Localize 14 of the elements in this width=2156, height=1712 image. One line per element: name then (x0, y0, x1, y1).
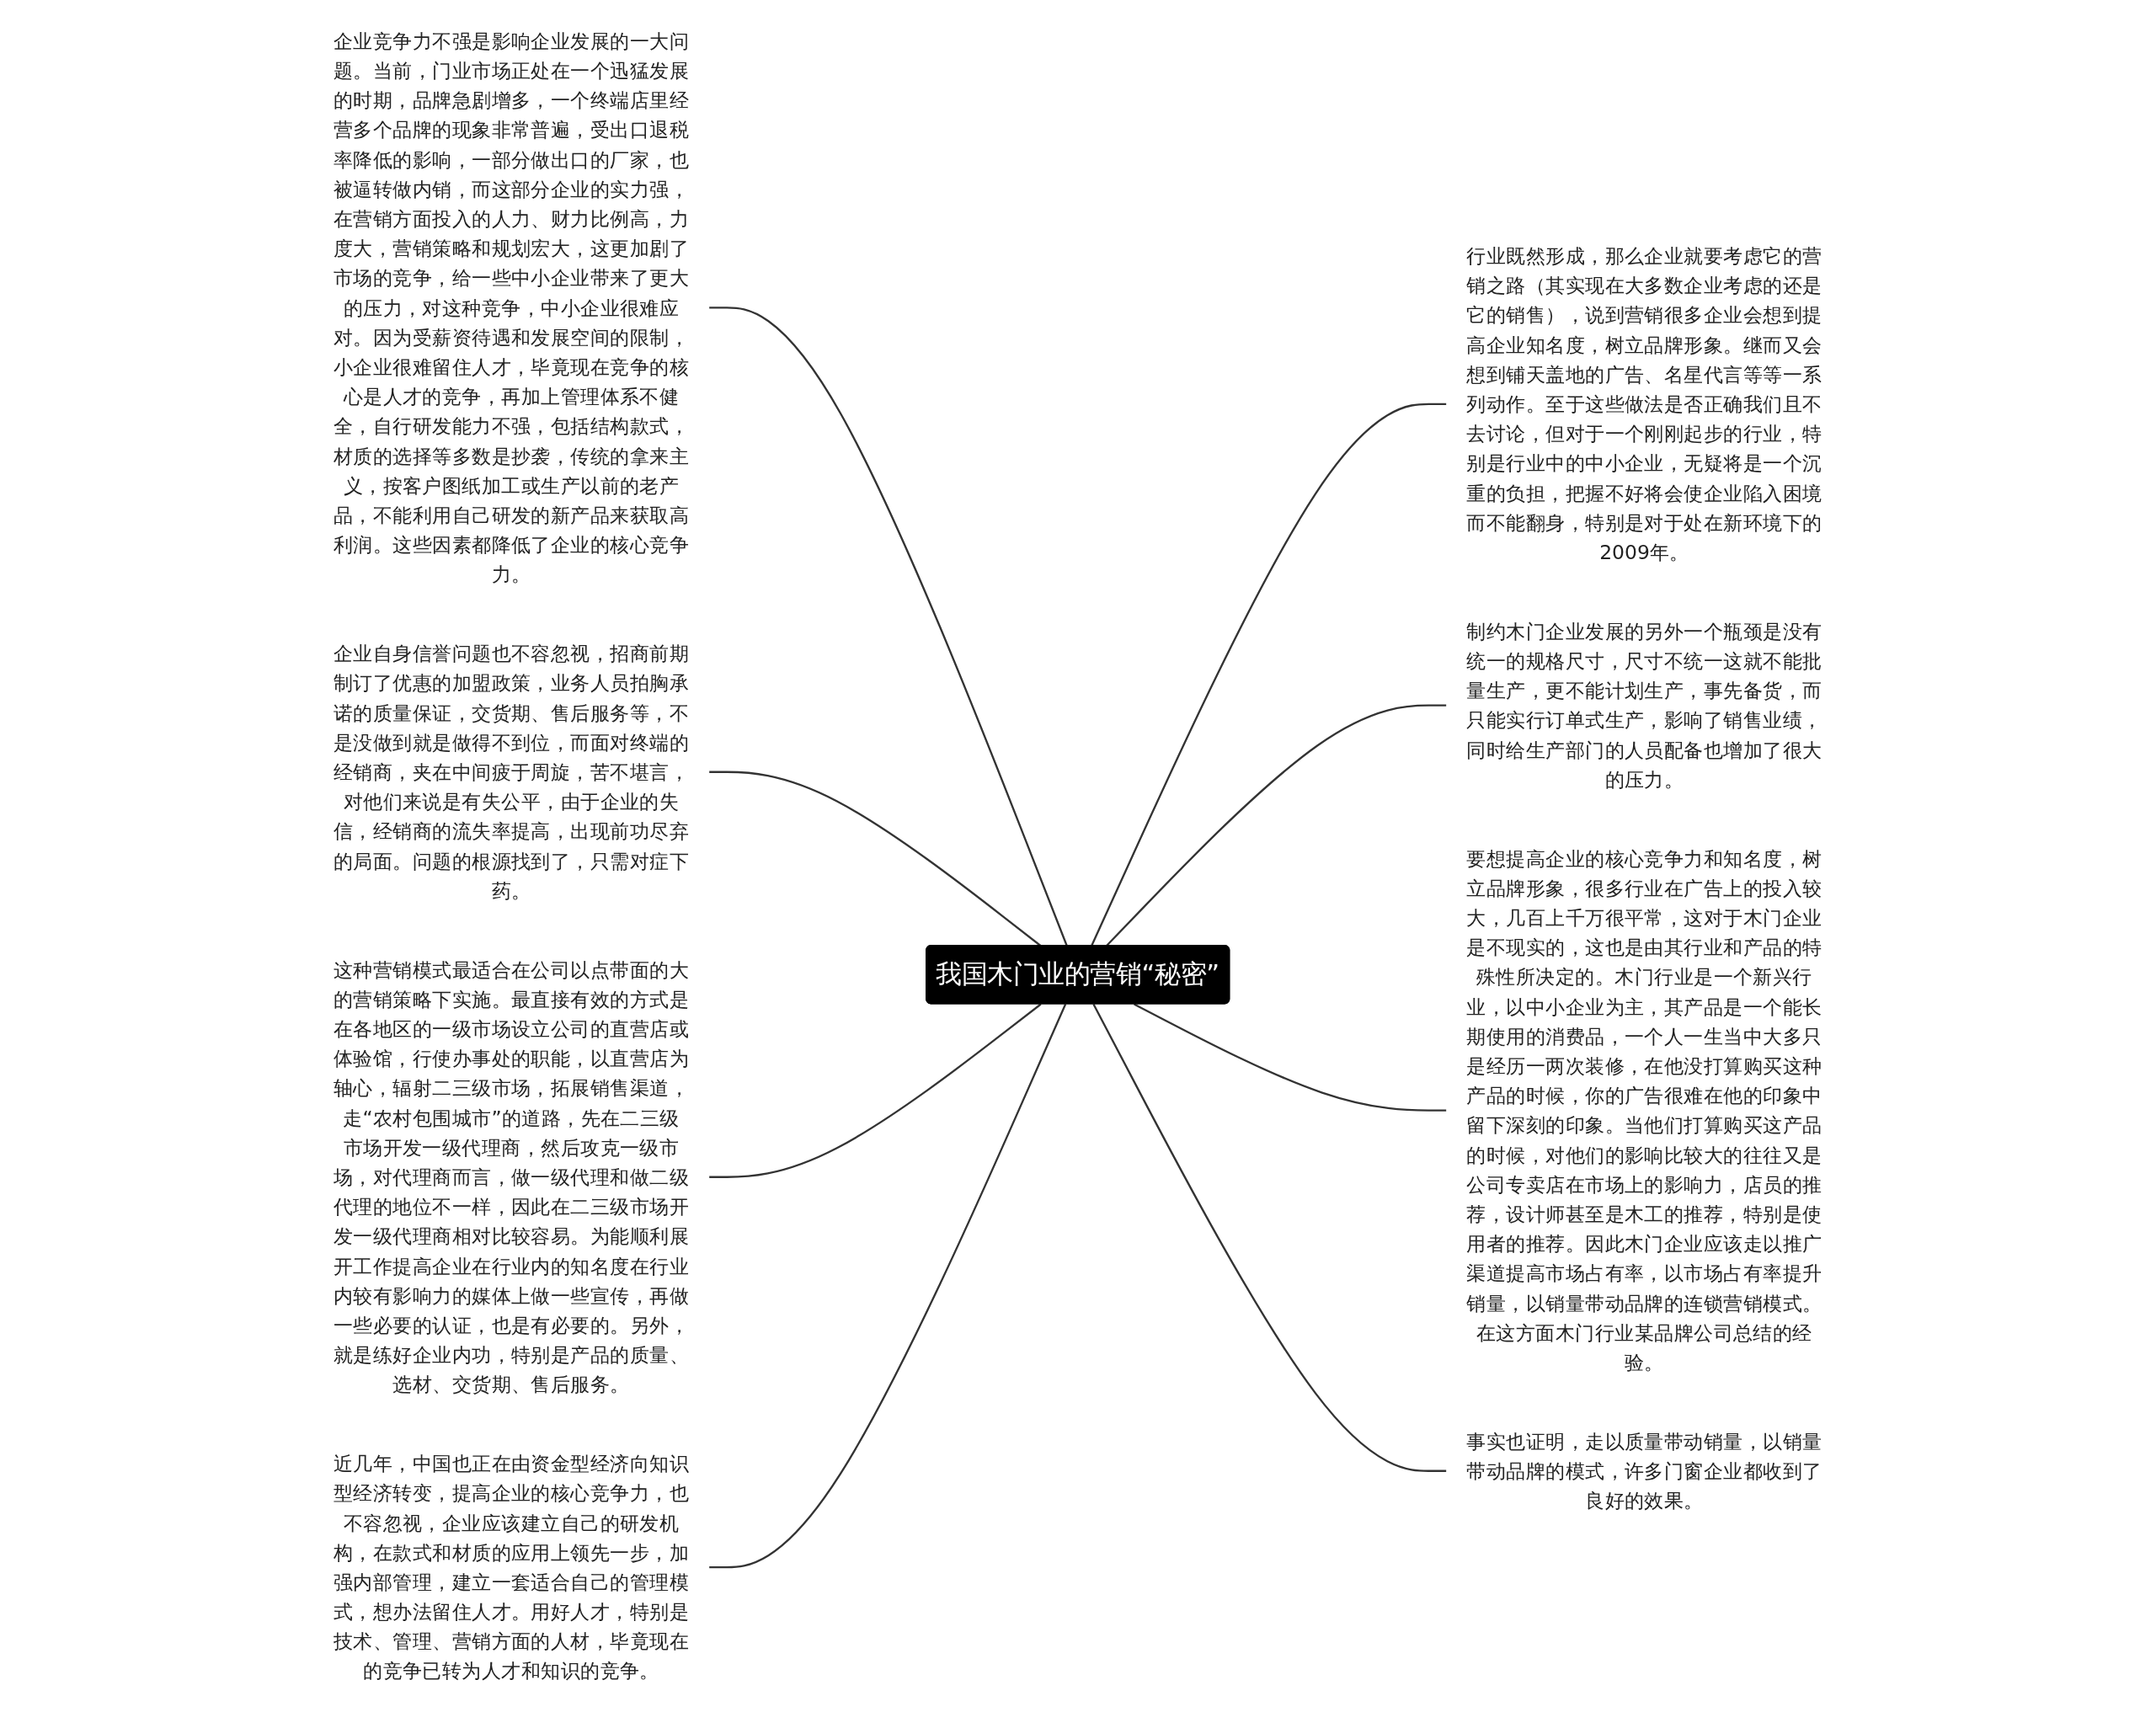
node-text: 近几年，中国也正在由资金型经济向知识型经济转变，提高企业的核心竞争力，也不容忽视，企业应该建立自己的研发机构，在款式和材质的应用上领先一步，加强内部管理，建立一套适合自己的管理模式，想办法留住人才。用好人才，特别是技术、管理、营销方面的人材，毕竟现在的竞争已转为人才和知识的竞争。 (334, 1451, 690, 1683)
connector (708, 1003, 1067, 1569)
connector (708, 1003, 1042, 1178)
connector (1091, 403, 1448, 947)
node-text: 企业竞争力不强是影响企业发展的一大问题。当前，门业市场正处在一个迅猛发展的时期，品牌急剧增多，一个终端店里经营多个品牌的现象非常普遍，受出口退税率降低的影响，一部分做出口的厂家，也被逼转做内销，而这部分企业的实力强，在营销方面投入的人力、财力比例高，力度大，营销策略和规划宏大，这更加剧了市场的竞争，给一些中小企业带来了更大的压力，对这种竞争，中小企业很难应对。因为受薪资待遇和发展空间的限制，小企业很难留住人才，毕竟现在竞争的核心是人才的竞争，再加上管理体系不健全，自行研发能力不强，包括结构款式，材质的选择等多数是抄袭，传统的拿来主义，按客户图纸加工或生产以前的老产品，不能利用自己研发的新产品来获取高利润。这些因素都降低了企业的核心竞争力。 (334, 29, 690, 587)
node-text: 这种营销模式最适合在公司以点带面的大的营销策略下实施。最直接有效的方式是在各地区的一级市场设立公司的直营店或体验馆，行使办事处的职能，以直营店为轴心，辐射二三级市场，拓展销售渠道，走“农村包围城市”的道路，先在二三级市场开发一级代理商，然后攻克一级市场，对代理商而言，做一级代理和做二级代理的地位不一样，因此在二三级市场开发一级代理商相对比较容易。为能顺利展开工作提高企业在行业内的知名度在行业内较有影响力的媒体上做一些宣传，再做一些必要的认证，也是有必要的。另外，就是练好企业内功，特别是产品的质量、选材、交货期、售后服务。 (334, 957, 690, 1397)
node-text: 事实也证明，走以质量带动销量，以销量带动品牌的模式，许多门窗企业都收到了良好的效果。 (1466, 1429, 1822, 1512)
node-text: 制约木门企业发展的另外一个瓶颈是没有统一的规格尺寸，尺寸不统一这就不能批量生产，更不能计划生产，事先备货，而只能实行订单式生产，影响了销售业绩，同时给生产部门的人员配备也增加了很大的压力。 (1466, 619, 1822, 792)
node-text: 企业自身信誉问题也不容忽视，招商前期制订了优惠的加盟政策，业务人员拍胸承诺的质量保证，交货期、售后服务等，不是没做到就是做得不到位，而面对终端的经销商，夹在中间疲于周旋，苦不堪言，对他们来说是有失公平，由于企业的失信，经销商的流失率提高，出现前功尽弃的局面。问题的根源找到了，只需对症下药。 (334, 641, 690, 903)
node-text: 行业既然形成，那么企业就要考虑它的营销之路（其实现在大多数企业考虑的还是它的销售），说到营销很多企业会想到提高企业知名度，树立品牌形象。继而又会想到铺天盖地的广告、名星代言等等一系列动作。至于这些做法是否正确我们且不去讨论，但对于一个刚刚起步的行业，特别是行业中的中小企业，无疑将是一个沉重的负担，把握不好将会使企业陷入困境而不能翻身，特别是对于处在新环境下的2009年。 (1466, 243, 1822, 564)
connector (1092, 1003, 1448, 1472)
node-text: 要想提高企业的核心竞争力和知名度，树立品牌形象，很多行业在广告上的投入较大，几百上千万很平常，这对于木门企业是不现实的，这也是由其行业和产品的特殊性所决定的。木门行业是一个新兴行业，以中小企业为主，其产品是一个能长期使用的消费品，一个人一生当中大多只是经历一两次装修，在他没打算购买这种产品的时候，你的广告很难在他的印象中留下深刻的印象。当他们打算购买这产品的时候，对他们的影响比较大的往往又是公司专卖店在市场上的影响力，店员的推荐，设计师甚至是木工的推荐，特别是使用者的推荐。因此木门企业应该走以推广渠道提高市场占有率，以市场占有率提升销量，以销量带动品牌的连锁营销模式。在这方面木门行业某品牌公司总结的经验。 (1466, 846, 1822, 1374)
connector (1134, 1003, 1448, 1112)
connector (708, 307, 1069, 947)
